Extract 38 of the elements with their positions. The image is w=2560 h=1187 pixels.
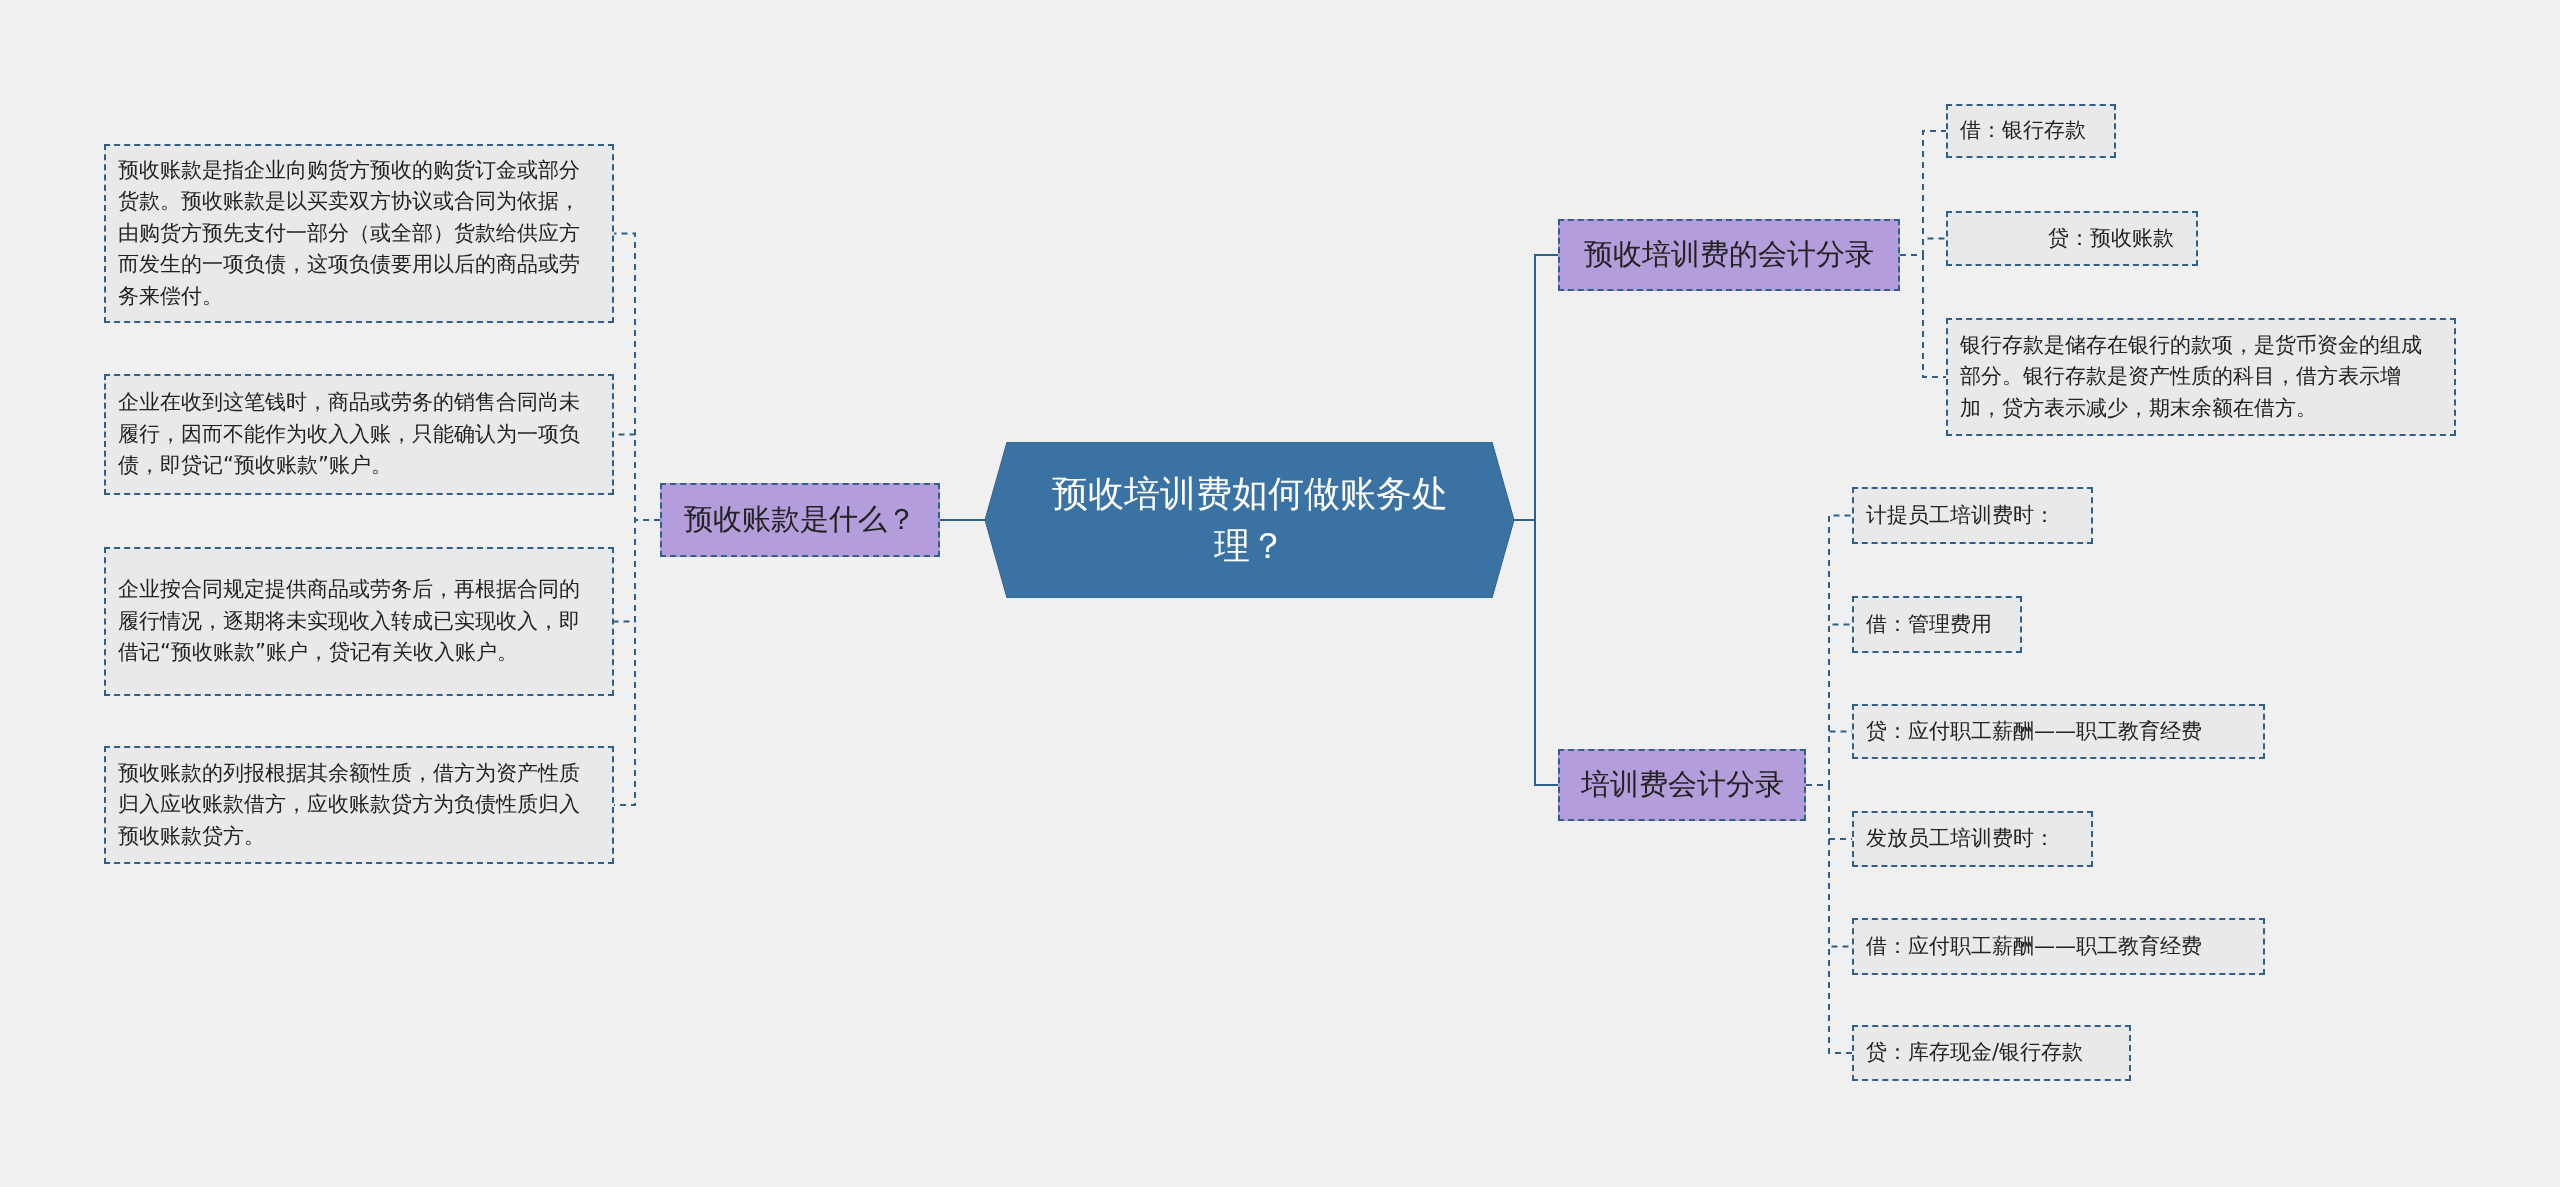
note-box [104,547,614,696]
note-text: 企业按合同规定提供商品或劳务后，再根据合同的履行情况，逐期将未实现收入转成已实现收入，即借记“预收账款”账户，贷记有关收入账户。 [118,576,581,667]
note-text: 贷：应付职工薪酬——职工教育经费 [1866,717,2202,745]
note-box [104,374,614,495]
note-text: 银行存款是储存在银行的款项，是货币资金的组成部分。银行存款是资产性质的科目，借方表示增加，贷方表示减少，期末余额在借方。 [1960,331,2423,422]
note-box [1852,704,2265,759]
connector-line [1513,519,1559,786]
note-box [1852,1025,2131,1081]
note-text: 发放员工培训费时： [1866,825,2055,853]
note-box [1852,487,2093,544]
note-box [1852,596,2022,653]
note-box [104,746,614,864]
note-text: 计提员工培训费时： [1866,501,2055,529]
note-box [1946,211,2198,266]
topic-text: 培训费会计分录 [1580,766,1784,803]
connector-line [1805,784,1853,1054]
note-box [1946,104,2116,158]
note-text: 预收账款是指企业向购货方预收的购货订金或部分货款。预收账款是以买卖双方协议或合同为依据，由购货方预先支付一部分（或全部）货款给供应方而发生的一项负债，这项负债要用以后的商品或劳务来偿付。 [118,156,581,310]
note-text: 借：应付职工薪酬——职工教育经费 [1866,932,2202,960]
topic-box [1558,749,1806,821]
topic-box [1558,219,1900,291]
note-box [104,144,614,323]
note-text: 预收账款的列报根据其余额性质，借方为资产性质归入应收账款借方，应收账款贷方为负债性质归入预收账款贷方。 [118,759,581,850]
note-box [1852,811,2093,867]
topic-text: 预收培训费如何做账务处理？ [1050,471,1449,568]
note-text: 贷：库存现金/银行存款 [1866,1039,2084,1067]
topic-text: 预收账款是什么？ [684,501,916,538]
note-text: 企业在收到这笔钱时，商品或劳务的销售合同尚未履行，因而不能作为收入入账，只能确认为一项负债，即贷记“预收账款”账户。 [118,389,581,480]
note-box [1852,918,2265,975]
note-text: 借：管理费用 [1866,610,1992,638]
note-text: 贷：预收账款 [2048,224,2174,252]
note-text: 借：银行存款 [1960,117,2086,145]
connector-line [1899,254,1947,378]
connector-line [939,519,986,521]
central-topic-hexagon [985,442,1514,598]
topic-box [660,483,940,557]
topic-text: 预收培训费的会计分录 [1584,236,1874,273]
note-box [1946,318,2456,436]
